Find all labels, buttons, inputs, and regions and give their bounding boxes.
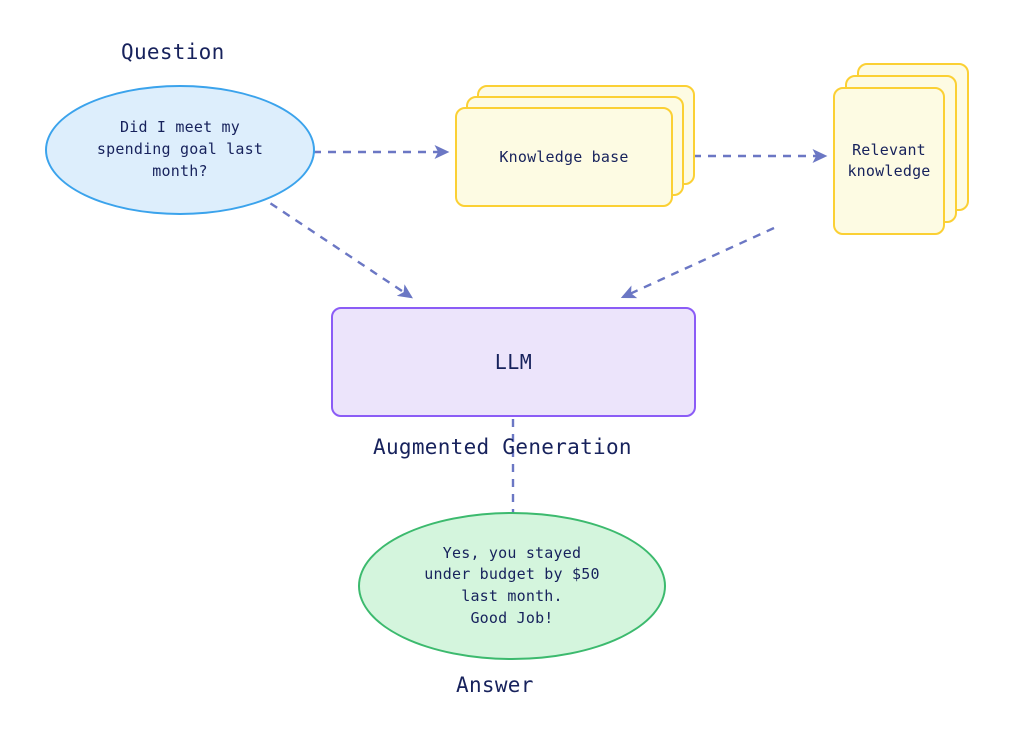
relevant-knowledge-stack[interactable]: Relevant knowledge [833, 63, 993, 243]
relevant-knowledge-label: Relevant knowledge [847, 141, 931, 180]
knowledge-base-stack[interactable]: Knowledge base [455, 85, 695, 210]
question-node-label: Did I meet my spending goal last month? [96, 118, 264, 180]
question-node[interactable]: Did I meet my spending goal last month? [45, 85, 315, 215]
augmented-generation-edge-label: Augmented Generation [373, 435, 632, 459]
answer-node[interactable]: Yes, you stayed under budget by $50 last… [358, 512, 666, 660]
knowledge-base-label: Knowledge base [499, 147, 629, 166]
relevant-knowledge-card-front[interactable]: Relevant knowledge [833, 87, 945, 235]
question-caption: Question [121, 40, 225, 64]
answer-caption: Answer [456, 673, 534, 697]
llm-node[interactable]: LLM [331, 307, 696, 417]
edge-relevant-knowledge-to-llm [620, 226, 775, 299]
answer-node-label: Yes, you stayed under budget by $50 last… [424, 543, 600, 627]
llm-node-label: LLM [494, 350, 533, 374]
knowledge-base-card-front[interactable]: Knowledge base [455, 107, 673, 207]
edge-question-to-llm [257, 194, 413, 299]
